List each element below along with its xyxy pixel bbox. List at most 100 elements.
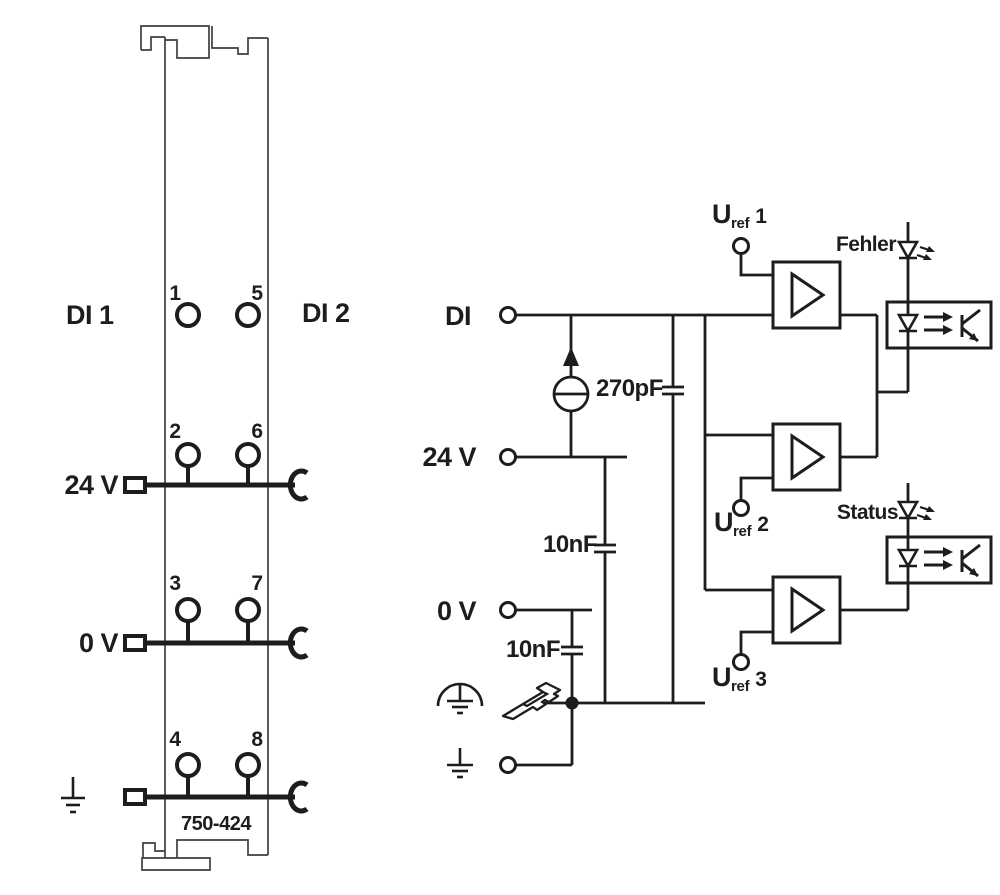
uref1-label: Uref 1 (712, 199, 767, 232)
module-top-cap (140, 25, 210, 59)
terminal-3-number: 3 (169, 572, 181, 595)
terminal-8-number: 8 (251, 728, 263, 751)
comparator-3 (771, 575, 842, 645)
fehler-led-label: Fehler (835, 233, 897, 256)
module-earth-icon (61, 777, 85, 814)
status-led-label: Status (836, 501, 899, 524)
terminal-4-contact (175, 752, 201, 778)
uref-number: 1 (755, 205, 767, 228)
terminal-3-contact (175, 597, 201, 623)
optocoupler-1 (885, 300, 993, 350)
opto-led (896, 548, 920, 569)
terminal-24v (499, 448, 517, 466)
module-bottom-step (176, 839, 268, 858)
terminal-2-number: 2 (169, 420, 181, 443)
terminal-7-contact (235, 597, 261, 623)
amp-triangle (790, 271, 826, 319)
schematic-24v-label: 24 V (422, 442, 476, 472)
module-top-hook (141, 36, 165, 51)
terminal-uref1 (732, 237, 750, 255)
terminal-di (499, 306, 517, 324)
capacitor-10nf-ground (561, 645, 583, 656)
wire-uref3 (739, 630, 773, 654)
uref-subscript: ref (731, 215, 750, 232)
earth-junction-dot (565, 696, 579, 710)
protective-earth-icon (436, 682, 484, 715)
terminal-uref3 (732, 653, 750, 671)
uref-symbol: U (712, 199, 732, 229)
uref-subscript: ref (733, 523, 752, 540)
wire-amp1-amp2-output (840, 313, 908, 459)
wire-24v-net (516, 455, 627, 703)
uref-symbol: U (714, 507, 734, 537)
current-arrow-up (563, 347, 579, 366)
schematic-0v-label: 0 V (436, 596, 477, 626)
functional-earth-icon (447, 748, 473, 779)
bus-0v-connector-square (123, 634, 147, 652)
bus-0v-jumper-hook (287, 626, 309, 660)
terminal-uref2 (732, 499, 750, 517)
comparator-1 (771, 260, 842, 330)
terminal-8-contact (235, 752, 261, 778)
terminal-2-contact (175, 442, 201, 468)
module-bus-bars (123, 468, 309, 814)
uref-subscript: ref (731, 678, 750, 695)
terminal-5-contact (235, 302, 261, 328)
opto-coupling-arrows (924, 547, 953, 570)
uref-symbol: U (712, 662, 732, 692)
wire-uref2 (739, 476, 773, 500)
din-rail-icon (501, 681, 562, 721)
wire-uref1 (739, 253, 773, 277)
led-emission-arrows (916, 245, 935, 261)
terminal-5-number: 5 (251, 282, 263, 305)
bus-earth-connector-square (123, 788, 147, 806)
fehler-led-icon (896, 240, 935, 261)
terminal-7-number: 7 (251, 572, 263, 595)
uref3-label: Uref 3 (712, 662, 767, 695)
module-bottom-bar (141, 857, 211, 871)
module-bottom-hook (142, 842, 165, 858)
amp-triangle (790, 586, 826, 634)
terminal-1-contact (175, 302, 201, 328)
schematic-di-label: DI (445, 301, 472, 331)
uref2-label: Uref 2 (714, 507, 769, 540)
bus-24v-jumper-hook (287, 468, 309, 502)
uref-number: 2 (757, 513, 769, 536)
terminal-6-contact (235, 442, 261, 468)
terminal-0v (499, 601, 517, 619)
status-led-icon (896, 500, 935, 521)
wire-0v-net (516, 608, 592, 703)
schematic-terminals (499, 237, 750, 774)
current-source (552, 347, 590, 413)
module-terminals (175, 302, 261, 795)
terminal-1-number: 1 (169, 282, 181, 305)
comparator-2 (771, 422, 842, 492)
module-channel-di2-label: DI 2 (302, 298, 350, 328)
led-emission-arrows (916, 505, 935, 521)
capacitor-270pf (662, 385, 684, 396)
bus-earth-jumper-hook (287, 780, 309, 814)
amp-triangle (790, 433, 826, 481)
phototransistor (960, 308, 981, 343)
capacitor-10nf-supply (594, 543, 616, 554)
module-outline (140, 25, 269, 871)
terminal-4-number: 4 (169, 728, 181, 751)
cap-10nf-supply-label: 10nF (542, 531, 598, 558)
module-24v-label: 24 V (64, 470, 118, 500)
phototransistor (960, 543, 981, 578)
terminal-earth (499, 756, 517, 774)
wire-earth-bus (516, 701, 705, 767)
module-0v-label: 0 V (78, 628, 119, 658)
module-part-number: 750-424 (181, 813, 251, 835)
bus-24v-connector-square (123, 476, 147, 494)
uref-number: 3 (755, 668, 767, 691)
opto-coupling-arrows (924, 312, 953, 335)
module-top-step (211, 26, 268, 55)
terminal-6-number: 6 (251, 420, 263, 443)
module-channel-di1-label: DI 1 (66, 300, 114, 330)
cap-10nf-ground-label: 10nF (505, 636, 561, 663)
cap-270pf-label: 270pF (596, 375, 663, 402)
optocoupler-2 (885, 535, 993, 585)
